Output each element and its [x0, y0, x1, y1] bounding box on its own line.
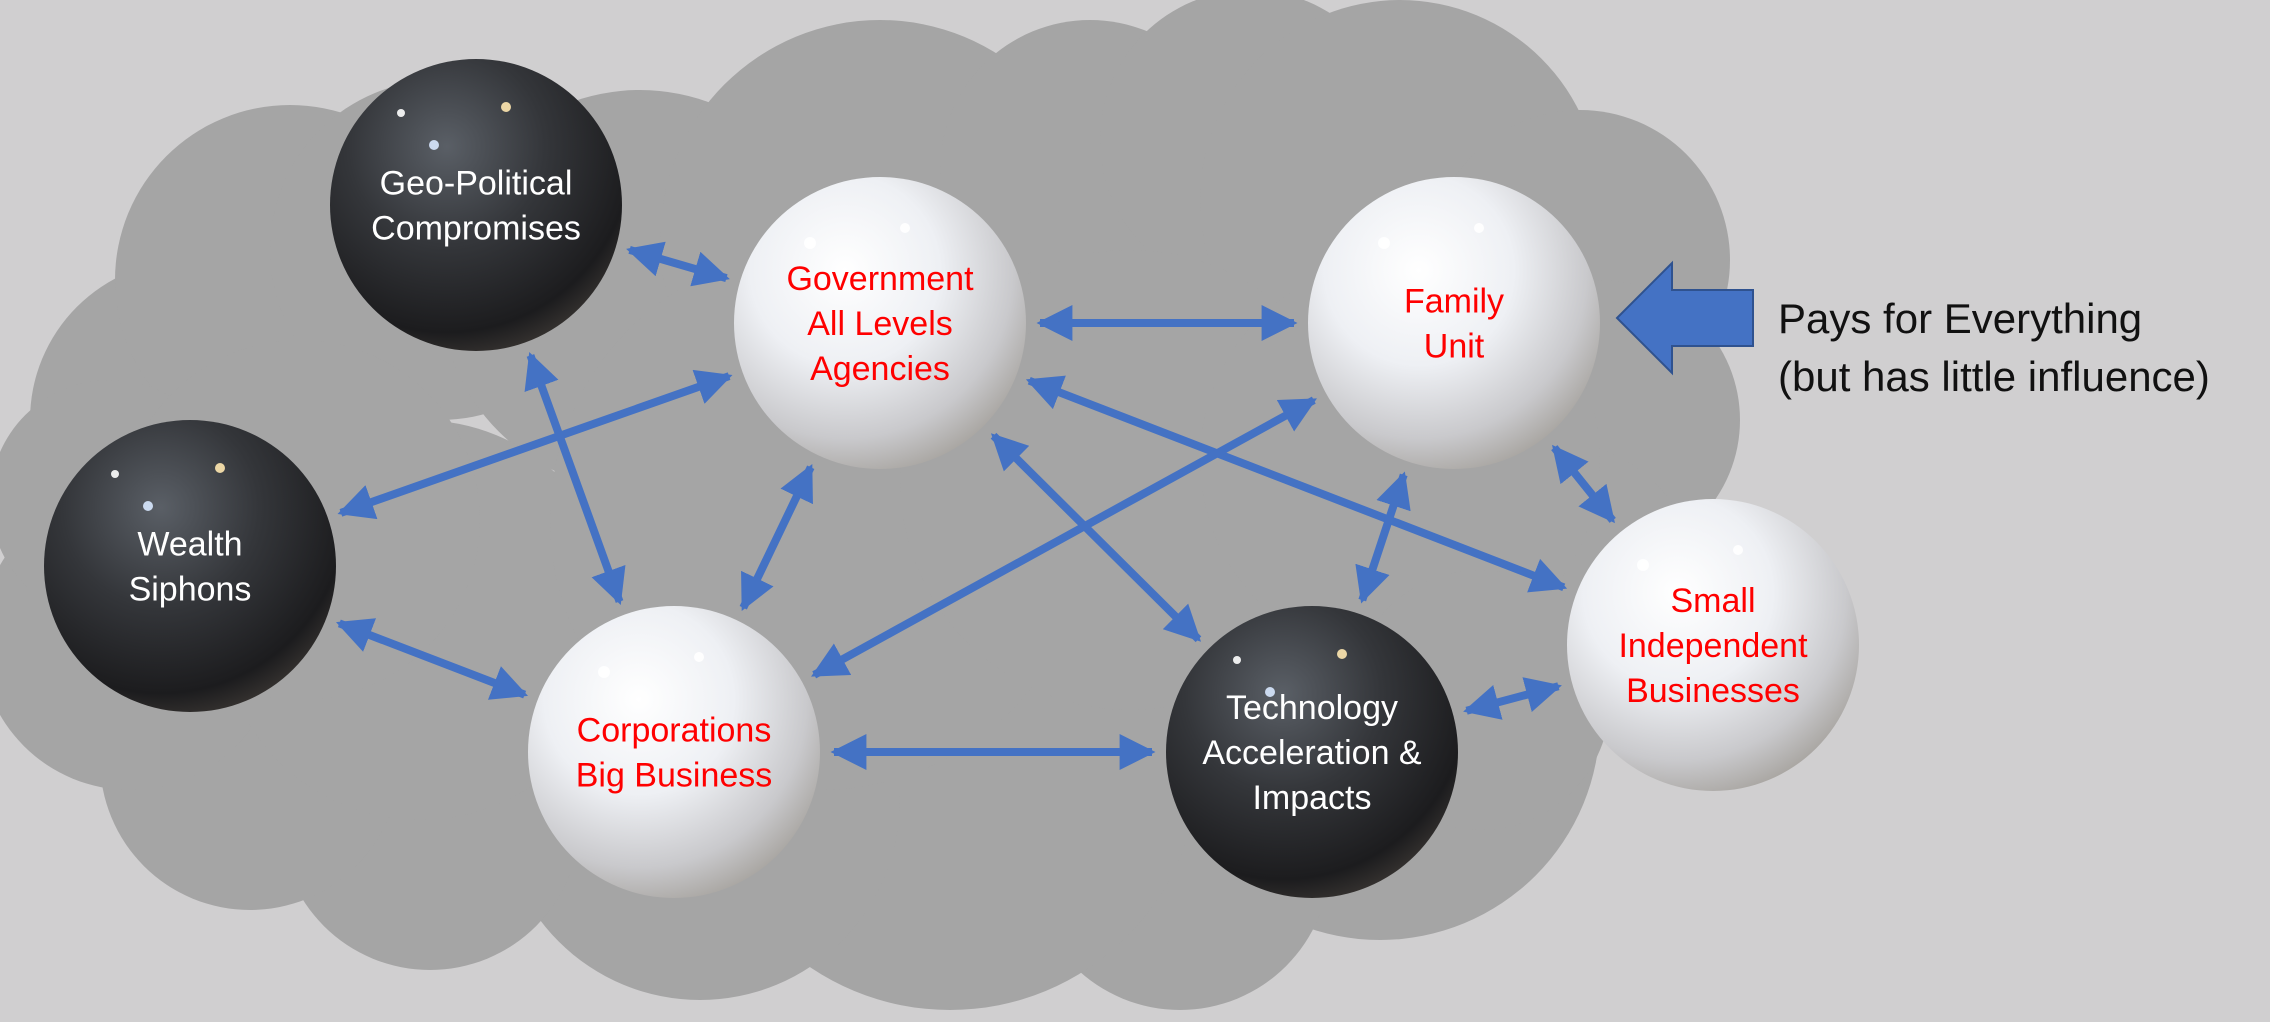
- link-technology-small-business: [1463, 677, 1562, 720]
- node-label-government-3: Agencies: [810, 350, 950, 388]
- sphere-highlight: [900, 223, 910, 233]
- node-label-government-2: All Levels: [807, 305, 953, 343]
- sphere-small-business: [1567, 499, 1859, 791]
- node-label-wealth-2: Siphons: [129, 571, 252, 609]
- sphere-family: [1308, 177, 1600, 469]
- node-label-wealth-1: Wealth: [137, 526, 242, 564]
- link-government-corporations: [739, 463, 815, 612]
- sphere-highlight: [1337, 649, 1347, 659]
- pointer-layer: [1615, 260, 1754, 376]
- node-label-geo-political-1: Geo-Political: [380, 165, 573, 203]
- pointer-arrow-icon: [1615, 260, 1754, 376]
- caption-line-2: (but has little influence): [1778, 353, 2210, 400]
- node-label-family-1: Family: [1404, 283, 1504, 321]
- node-label-corporations-2: Big Business: [576, 757, 773, 795]
- node-label-technology-2: Acceleration &: [1202, 734, 1422, 772]
- node-label-geo-political-2: Compromises: [371, 210, 581, 248]
- sphere-highlight: [694, 652, 704, 662]
- link-family-small-business: [1551, 444, 1616, 524]
- node-label-technology-3: Impacts: [1252, 779, 1371, 817]
- sphere-highlight: [1233, 656, 1241, 664]
- caption-line-1: Pays for Everything: [1778, 295, 2143, 342]
- sphere-geo-political: [330, 59, 622, 351]
- sphere-highlight: [1378, 237, 1390, 249]
- sphere-highlight: [1474, 223, 1484, 233]
- sphere-highlight: [215, 463, 225, 473]
- links-layer: [335, 241, 1616, 770]
- sphere-highlight: [143, 501, 153, 511]
- link-geo-political-government: [626, 241, 730, 287]
- sphere-highlight: [397, 109, 405, 117]
- sphere-highlight: [111, 470, 119, 478]
- sphere-wealth: [44, 420, 336, 712]
- node-label-government-1: Government: [786, 260, 974, 298]
- node-label-small-business-1: Small: [1670, 582, 1755, 620]
- node-label-technology-1: Technology: [1226, 689, 1398, 727]
- sphere-highlight: [598, 666, 610, 678]
- sphere-highlight: [1265, 687, 1275, 697]
- link-wealth-corporations: [335, 618, 529, 700]
- node-label-family-2: Unit: [1424, 328, 1485, 366]
- sphere-technology: [1166, 606, 1458, 898]
- sphere-highlight: [1637, 559, 1649, 571]
- sphere-highlight: [804, 237, 816, 249]
- sphere-government: [734, 177, 1026, 469]
- sphere-highlight: [429, 140, 439, 150]
- node-label-corporations-1: Corporations: [577, 712, 772, 750]
- sphere-corporations: [528, 606, 820, 898]
- link-family-corporations: [811, 396, 1317, 679]
- node-label-small-business-2: Independent: [1618, 627, 1808, 665]
- node-label-small-business-3: Businesses: [1626, 672, 1800, 710]
- link-government-wealth: [337, 369, 733, 520]
- sphere-highlight: [1733, 545, 1743, 555]
- sphere-highlight: [501, 102, 511, 112]
- caption: Pays for Everything (but has little infl…: [1778, 290, 2258, 406]
- link-family-technology: [1355, 471, 1411, 604]
